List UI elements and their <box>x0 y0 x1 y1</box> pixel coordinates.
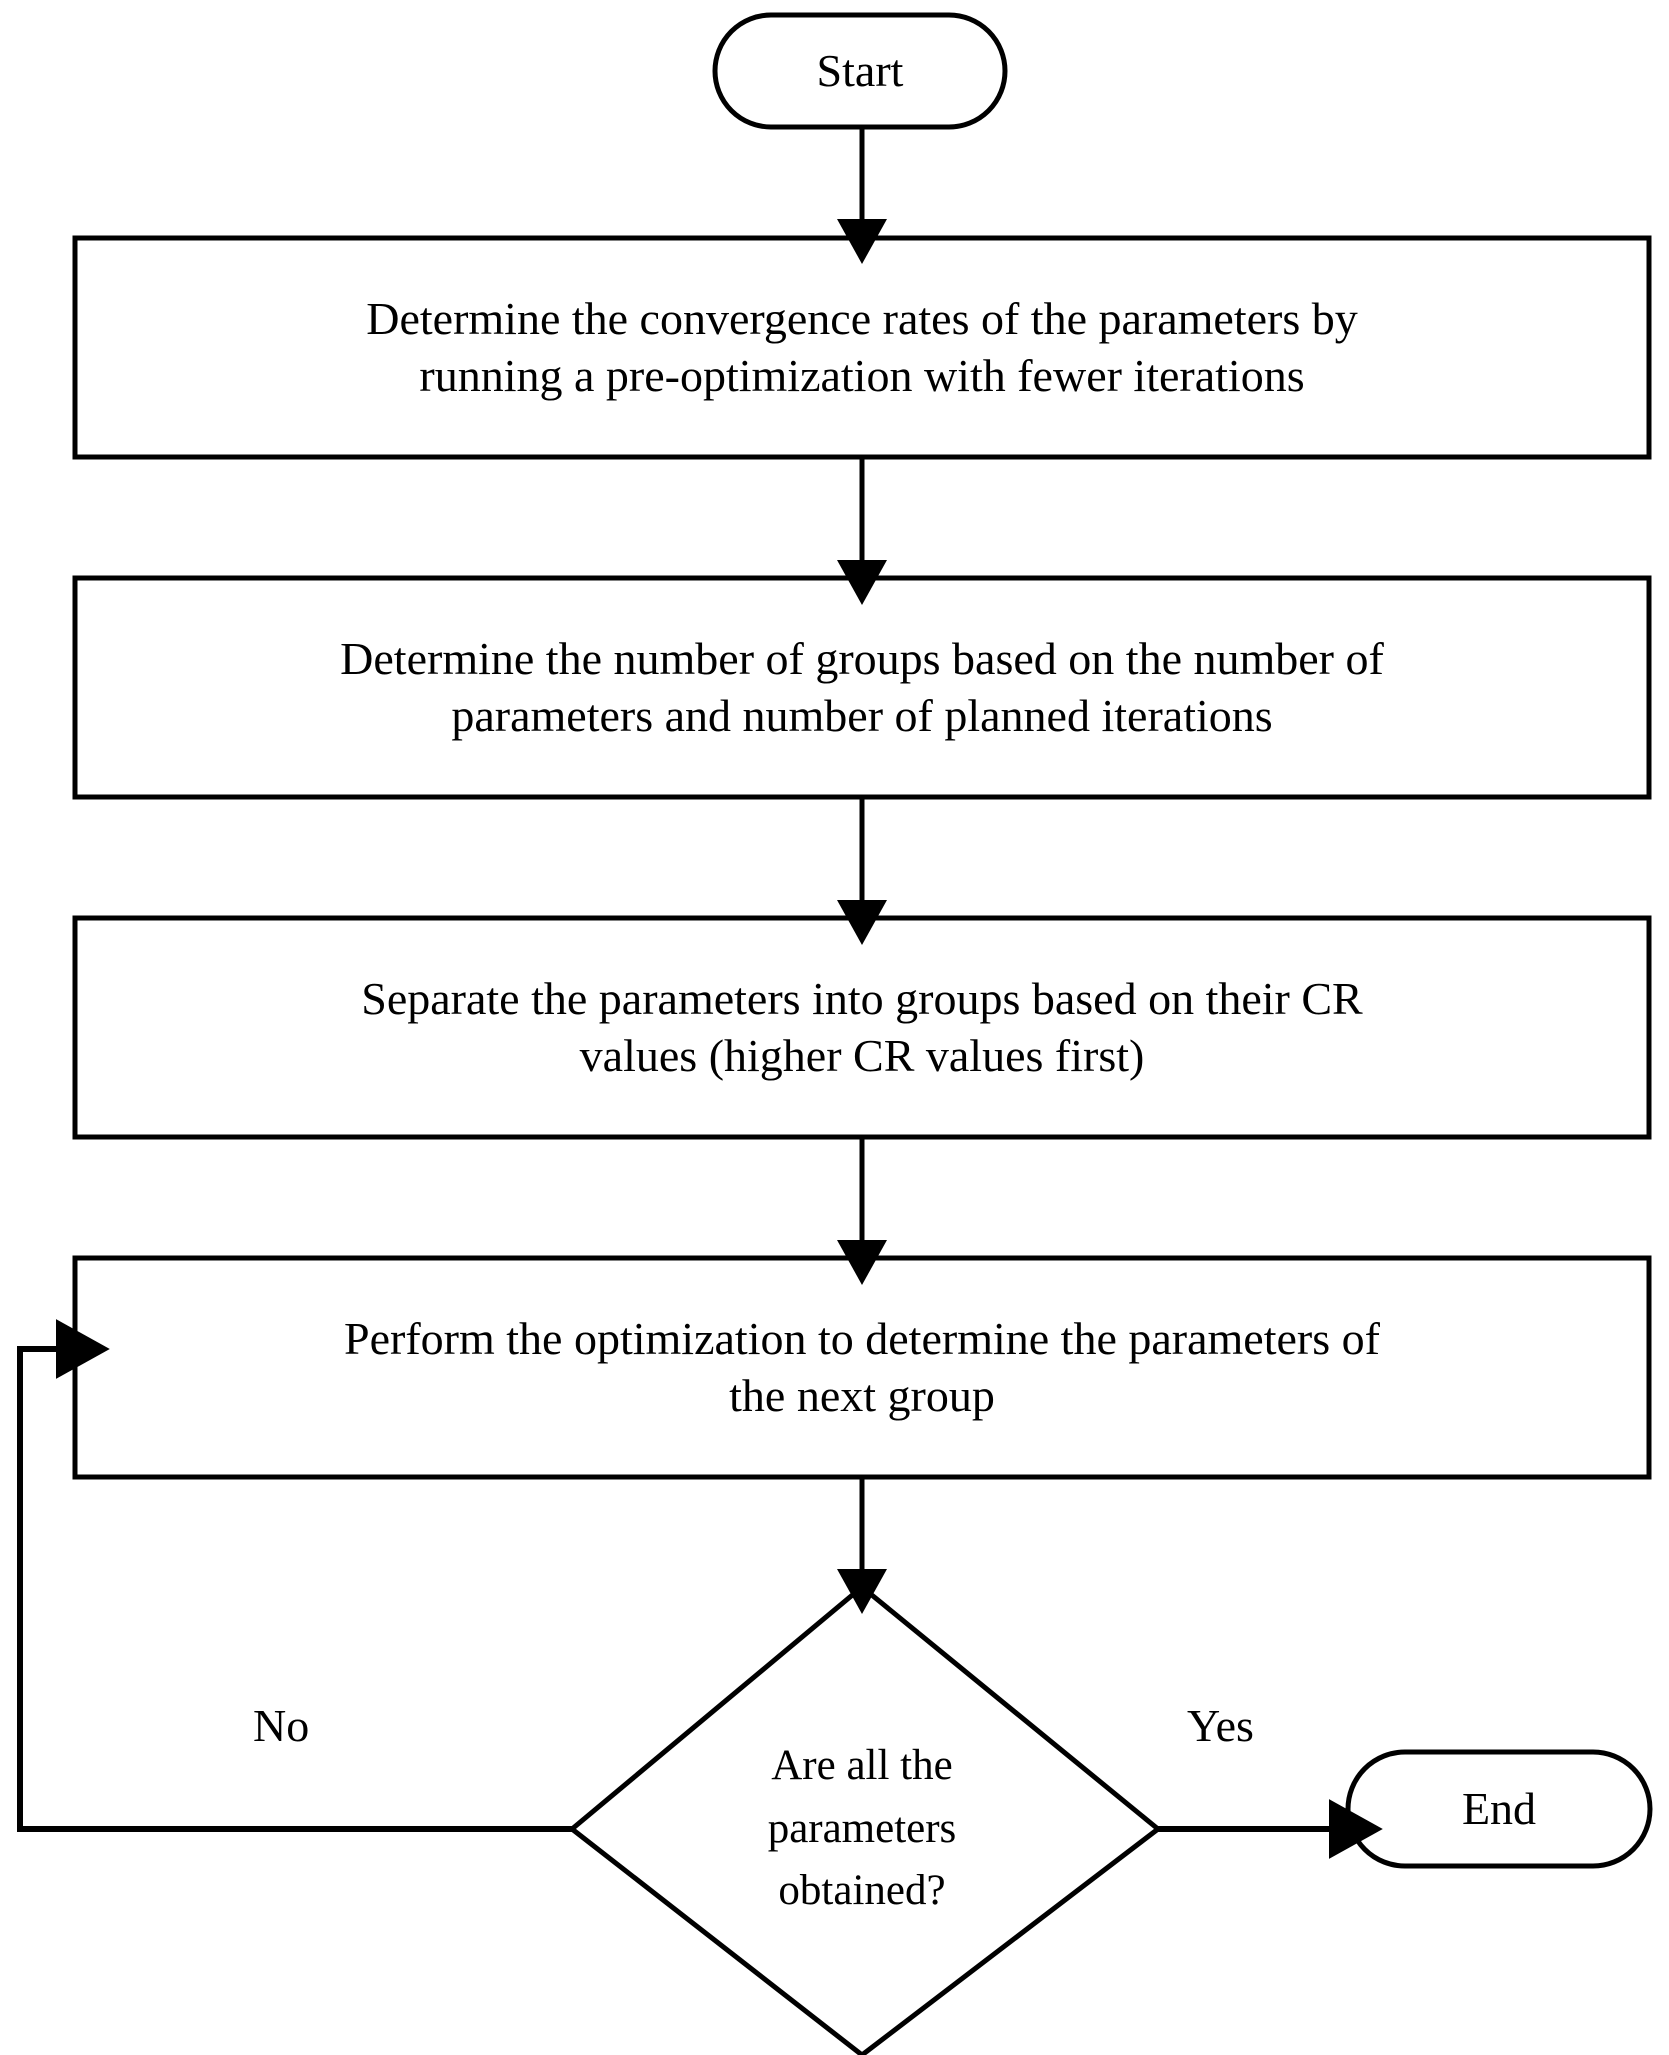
decision-node-shape[interactable] <box>568 1583 1163 2055</box>
step2-node-shape[interactable] <box>72 575 1652 800</box>
edge-label-yes: Yes <box>1187 1700 1254 1751</box>
end-node-shape[interactable] <box>1345 1749 1653 1869</box>
start-node-shape[interactable] <box>712 12 1008 130</box>
step3-node-shape[interactable] <box>72 915 1652 1140</box>
edge-decision-no-to-step4 <box>17 1319 572 1832</box>
step4-node-shape[interactable] <box>72 1255 1652 1480</box>
step1-node-shape[interactable] <box>72 235 1652 460</box>
edge-label-no: No <box>253 1700 310 1751</box>
